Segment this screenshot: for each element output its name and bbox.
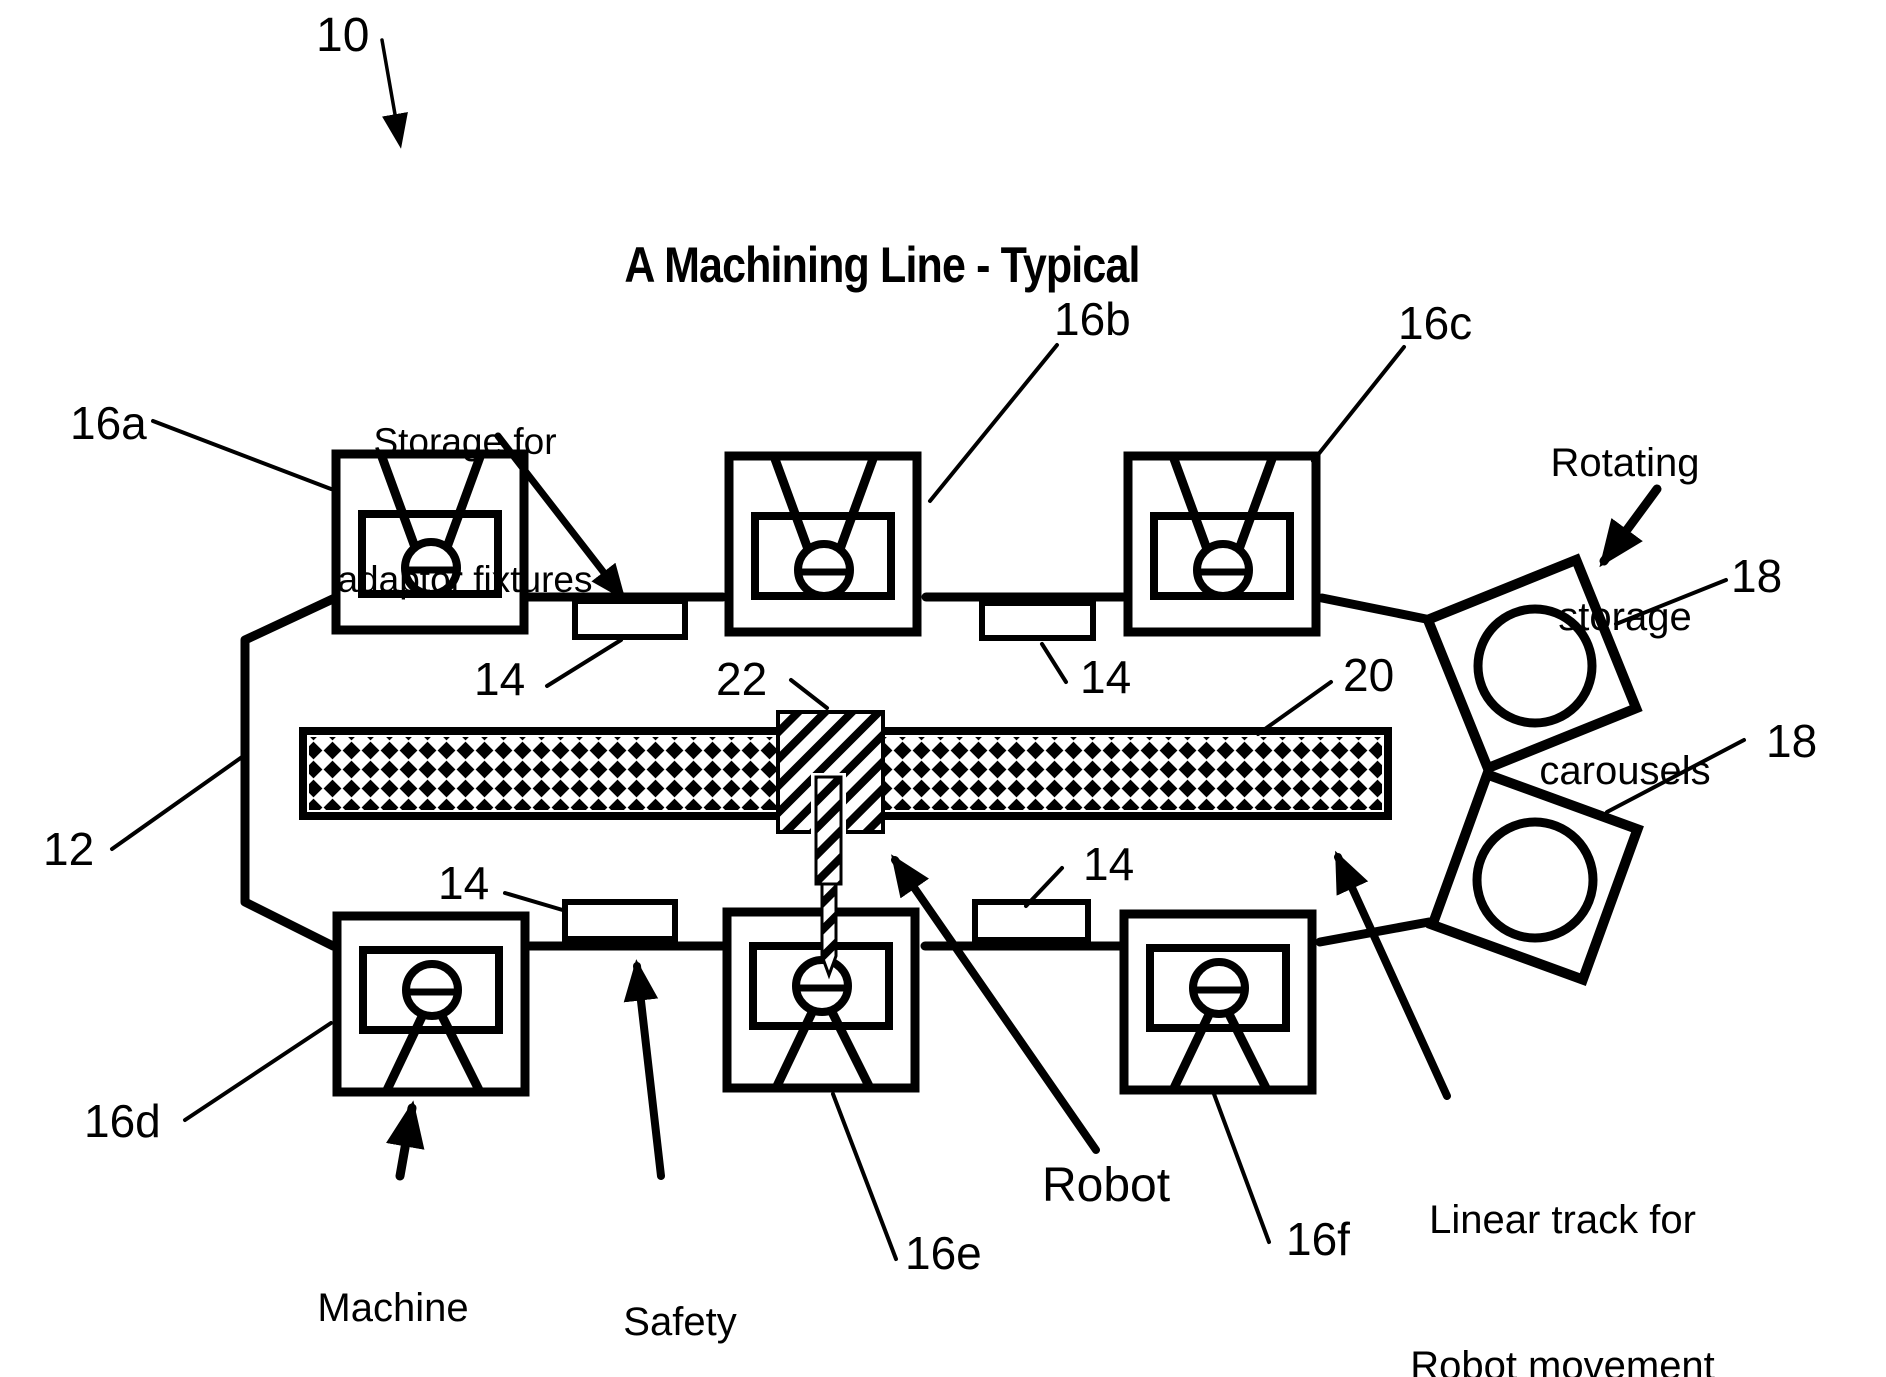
safety-fence-left [240,592,342,951]
arrow-linear-track [1334,850,1451,1100]
label-rotating-carousels: Rotating storage carousels [1465,336,1785,899]
machine-16d [337,916,525,1092]
label-adaptor-storage-line2: adaptor fixtures [337,559,593,601]
label-adaptor-storage-line1: Storage for [373,420,557,462]
ref-16f: 16f [1286,1213,1350,1265]
leader-16d [183,1021,333,1122]
leader-14-top-left [545,638,623,688]
label-rotating-carousels-line2: storage [1558,594,1692,639]
robot [776,710,885,980]
ref-14-top-right: 14 [1080,651,1132,703]
robot-arm [814,775,843,886]
arrow-safety-fencing [623,959,665,1180]
adaptor-storage-box-top-right [979,600,1096,641]
machine-16f [1124,914,1312,1090]
ref-14-bottom-left: 14 [438,857,490,909]
ref-16a: 16a [70,397,147,449]
annotation-arrows [380,38,1662,1181]
label-linear-track: Linear track for Robot movement [1390,1098,1735,1377]
machine-16b [729,456,917,632]
arrow-figure-10 [380,38,408,149]
ref-18-bottom: 18 [1766,715,1818,767]
ref-20: 20 [1343,649,1395,701]
ref-14-top-left: 14 [474,653,526,705]
ref-16e: 16e [905,1227,982,1279]
label-safety-fencing-line1: Safety [623,1299,737,1344]
leader-14-top-right [1040,642,1068,684]
leader-16c [1311,345,1406,463]
figure-ref-10: 10 [316,9,370,62]
leader-lines [110,343,1746,1261]
arrow-adaptor-storage [494,432,626,601]
ref-16b: 16b [1054,293,1131,345]
label-adaptor-storage: Storage for adaptor fixtures [320,326,610,696]
machine-16c [1128,456,1316,632]
leader-14-bottom-left [503,891,568,913]
arrow-machine-tools [386,1100,425,1181]
label-rotating-carousels-line1: Rotating [1550,441,1700,486]
label-machine-tools-line1: Machine [317,1285,469,1330]
leader-20 [1256,680,1333,736]
label-safety-fencing: Safety fencing [555,1200,805,1377]
safety-fence-top-right [1317,593,1431,624]
arrow-robot [891,854,1100,1154]
adaptor-storage-box-top-left [572,598,688,640]
figure-title: A Machining Line - Typical [624,237,1140,293]
leader-22 [789,678,829,710]
leader-18-bottom [1605,738,1746,814]
ref-22: 22 [716,653,768,705]
ref-14-bottom-right: 14 [1083,838,1135,890]
leader-16e [831,1092,898,1261]
carousel-bottom [1426,768,1644,986]
leader-16b [928,343,1059,503]
carousel-top [1421,553,1643,775]
leader-18-top [1614,578,1728,626]
label-robot: Robot [1042,1159,1171,1212]
ref-12: 12 [43,823,95,875]
arrow-carousels [1599,484,1662,568]
leader-14-bottom-right [1024,866,1064,908]
ref-16d: 16d [84,1095,161,1147]
leader-12 [110,755,244,851]
ref-18-top: 18 [1731,550,1783,602]
label-linear-track-line1: Linear track for [1429,1197,1696,1242]
leader-16f [1212,1092,1271,1244]
robot-tool-spindle [820,882,838,980]
label-rotating-carousels-line3: carousels [1539,748,1711,793]
label-linear-track-line2: Robot movement [1410,1343,1715,1377]
label-machine-tools: Machine tools [268,1186,518,1377]
adaptor-storage-box-bottom-left [562,899,678,942]
adaptor-storage-box-bottom-right [972,899,1091,943]
ref-16c: 16c [1398,297,1473,349]
leader-16a [151,419,333,491]
